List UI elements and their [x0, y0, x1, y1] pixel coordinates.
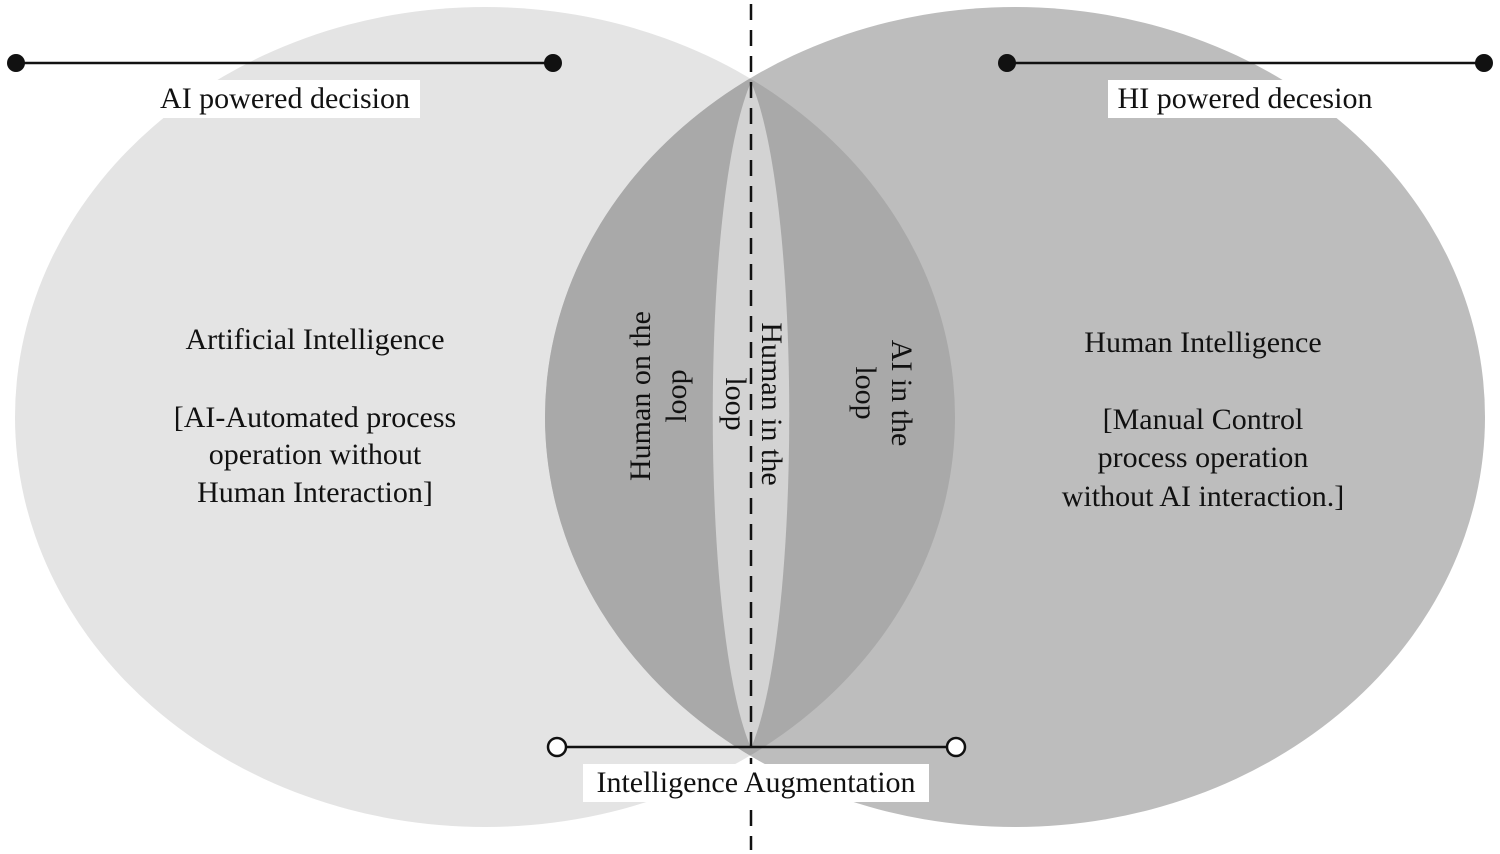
ai-in-the-loop-line-1: AI in the — [885, 340, 918, 447]
artificial-intelligence-title: Artificial Intelligence — [185, 323, 444, 356]
ai-description-line-1: [AI-Automated process — [174, 401, 456, 434]
center-lens — [712, 82, 790, 748]
augmentation-scale — [546, 736, 967, 758]
intelligence-augmentation-label: Intelligence Augmentation — [596, 766, 915, 799]
ai-in-the-loop-line-2: loop — [849, 366, 882, 419]
human-on-the-loop-label: Human on the loop — [624, 311, 693, 481]
ai-in-the-loop-label: AI in the loop — [849, 340, 918, 447]
augmentation-scale-start-circle — [546, 736, 568, 758]
hi-description-line-3: without AI interaction.] — [1062, 480, 1344, 513]
human-in-the-loop-line-2: loop — [719, 377, 752, 430]
hi-decision-scale — [998, 54, 1493, 72]
overlap-region — [545, 7, 955, 827]
human-intelligence-title: Human Intelligence — [1084, 326, 1321, 359]
hi-powered-decision-label: HI powered decesion — [1118, 82, 1373, 115]
augmentation-scale-end-circle — [945, 736, 967, 758]
hi-decision-label-bg — [1108, 80, 1384, 118]
ai-description-line-3: Human Interaction] — [197, 476, 433, 509]
hi-description-line-1: [Manual Control — [1103, 403, 1304, 436]
ai-scale-start-dot — [7, 54, 25, 72]
human-on-the-loop-line-2: loop — [660, 369, 693, 422]
ai-decision-scale — [7, 54, 562, 72]
hi-scale-start-dot — [998, 54, 1016, 72]
augmentation-label-bg — [583, 764, 929, 802]
hi-description-line-2: process operation — [1098, 441, 1309, 474]
ai-scale-end-dot — [544, 54, 562, 72]
human-in-the-loop-label: Human in the loop — [719, 322, 788, 485]
human-in-the-loop-line-1: Human in the — [755, 322, 788, 485]
ai-decision-label-bg — [150, 80, 420, 118]
hi-scale-end-dot — [1475, 54, 1493, 72]
human-on-the-loop-line-1: Human on the — [624, 311, 657, 481]
ai-description-line-2: operation without — [209, 438, 422, 471]
ai-powered-decision-label: AI powered decision — [160, 82, 410, 115]
